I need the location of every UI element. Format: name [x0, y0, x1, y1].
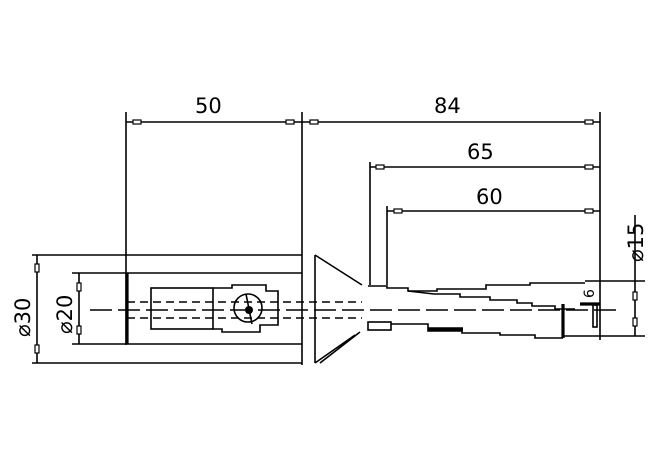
dimension-label-84: 84: [434, 94, 461, 118]
dimension-label-65: 65: [467, 140, 494, 164]
hidden-lines: [127, 301, 362, 319]
dimension-label-dia-30: ⌀30: [11, 298, 35, 337]
tool-body: [367, 282, 585, 339]
dimension-84: 84: [302, 94, 601, 340]
neck-cone: [314, 254, 363, 364]
dimension-dia-30: ⌀30: [11, 254, 302, 364]
dimension-label-50: 50: [195, 94, 222, 118]
dimension-60: 60: [386, 185, 600, 285]
dimension-dia-15: ⌀15: [563, 215, 648, 337]
dimension-label-dia-20: ⌀20: [53, 295, 77, 334]
shank-body: [125, 255, 316, 363]
dimension-65: 65: [369, 140, 600, 285]
dimension-dia-20: ⌀20: [53, 272, 302, 345]
dimension-label-dia-15: ⌀15: [624, 223, 648, 262]
tip-detail: 6: [580, 289, 600, 328]
dimension-label-60: 60: [476, 185, 503, 209]
dimension-label-6: 6: [582, 289, 598, 298]
